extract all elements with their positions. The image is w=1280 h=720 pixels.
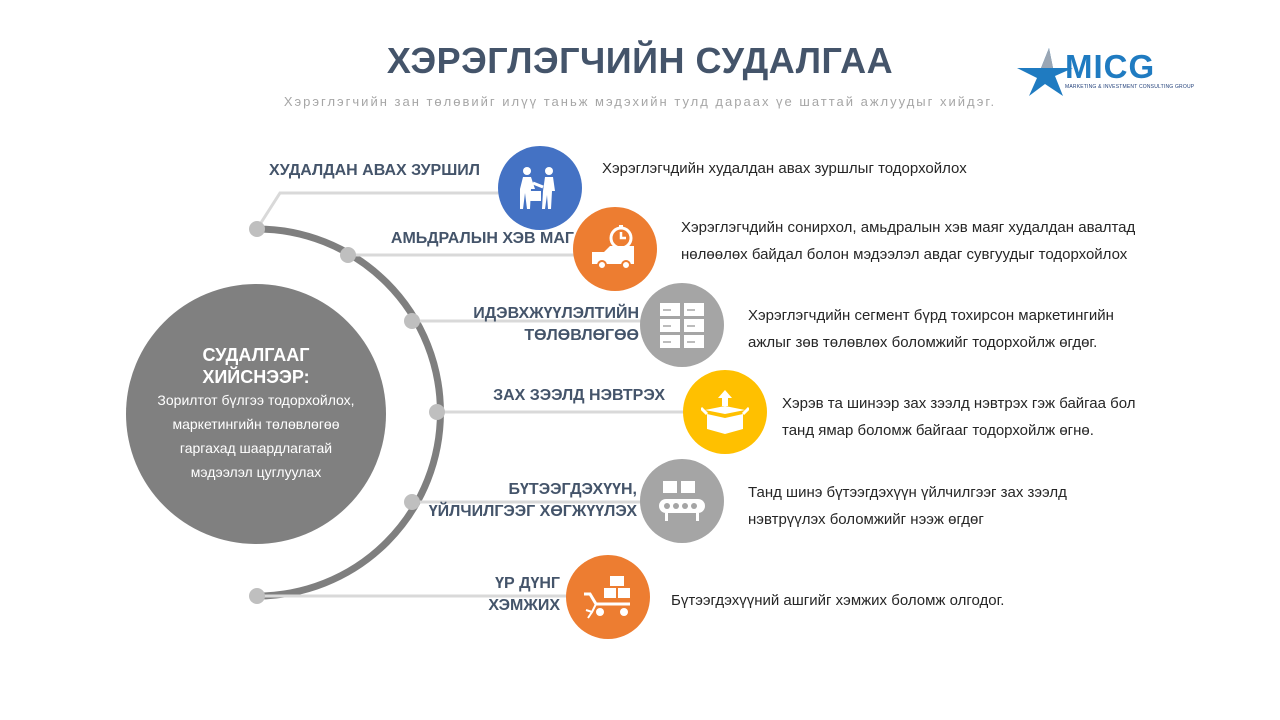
step-desc-1: Хэрэглэгчдийн худалдан авах зуршлыг тодо… [602, 160, 967, 177]
handshake-box-icon [520, 167, 555, 209]
page-title: ХЭРЭГЛЭГЧИЙН СУДАЛГАА [386, 40, 894, 81]
step-icon-circle-2 [573, 207, 657, 291]
node-dot-2 [340, 247, 356, 263]
step-desc-5: Танд шинэ бүтээгдэхүүн үйлчилгээг зах зэ… [748, 484, 1067, 528]
step-label-1: ХУДАЛДАН АВАХ ЗУРШИЛ [269, 162, 480, 179]
step-desc-3: Хэрэглэгчдийн сегмент бүрд тохирсон марк… [748, 307, 1114, 351]
stacked-boxes-icon [660, 303, 704, 348]
open-box-arrow-icon [701, 390, 749, 434]
logo-name: MICG [1065, 48, 1156, 85]
step-label-3: ИДЭВХЖҮҮЛЭЛТИЙН ТӨЛӨВЛӨГӨӨ [473, 303, 639, 347]
step-icon-circle-5 [640, 459, 724, 543]
step-label-4: ЗАХ ЗЭЭЛД НЭВТРЭХ [493, 387, 665, 404]
step-label-3-line1: ИДЭВХЖҮҮЛЭЛТИЙН [473, 305, 639, 322]
delivery-truck-clock-icon [592, 225, 634, 270]
step-label-5-line2: ҮЙЛЧИЛГЭЭГ ХӨГЖҮҮЛЭХ [428, 503, 637, 520]
summary-body: Зорилтот бүлгээ тодорхойлох, маркетингий… [157, 392, 355, 480]
step-desc-2: Хэрэглэгчдийн сонирхол, амьдралын хэв ма… [681, 219, 1136, 263]
node-dot-6 [249, 588, 265, 604]
star-icon [1017, 48, 1073, 96]
step-label-2: АМЬДРАЛЫН ХЭВ МАГ [390, 230, 574, 247]
node-dot-4 [429, 404, 445, 420]
step-label-6-line2: ХЭМЖИХ [488, 597, 560, 614]
step-icon-circle-4 [683, 370, 767, 454]
step-label-3-line2: ТӨЛӨВЛӨГӨӨ [524, 327, 639, 344]
cart-boxes-icon [584, 576, 630, 619]
step-desc-4: Хэрэв та шинээр зах зээлд нэвтрэх гэж ба… [782, 395, 1136, 439]
node-dot-1 [249, 221, 265, 237]
step-icon-circle-3 [640, 283, 724, 367]
step-icon-circle-6 [566, 555, 650, 639]
top-connector [255, 191, 500, 230]
step-label-5-line1: БҮТЭЭГДЭХҮҮН, [508, 481, 637, 498]
conveyor-belt-icon [659, 481, 705, 521]
micg-logo: MICG MARKETING & INVESTMENT CONSULTING G… [1015, 44, 1195, 104]
node-dot-3 [404, 313, 420, 329]
step-label-6-line1: ҮР ДҮНГ [495, 575, 560, 592]
page-subtitle: Хэрэглэгчийн зан төлөвийг илүү таньж мэд… [283, 94, 997, 109]
logo-tagline: MARKETING & INVESTMENT CONSULTING GROUP [1065, 84, 1195, 90]
node-dot-5 [404, 494, 420, 510]
step-icon-circle-1 [498, 146, 582, 230]
step-label-5: БҮТЭЭГДЭХҮҮН, ҮЙЛЧИЛГЭЭГ ХӨГЖҮҮЛЭХ [429, 479, 637, 523]
step-label-6: ҮР ДҮНГ ХЭМЖИХ [488, 573, 560, 617]
step-desc-6: Бүтээгдэхүүний ашгийг хэмжих боломж олго… [671, 592, 1005, 609]
